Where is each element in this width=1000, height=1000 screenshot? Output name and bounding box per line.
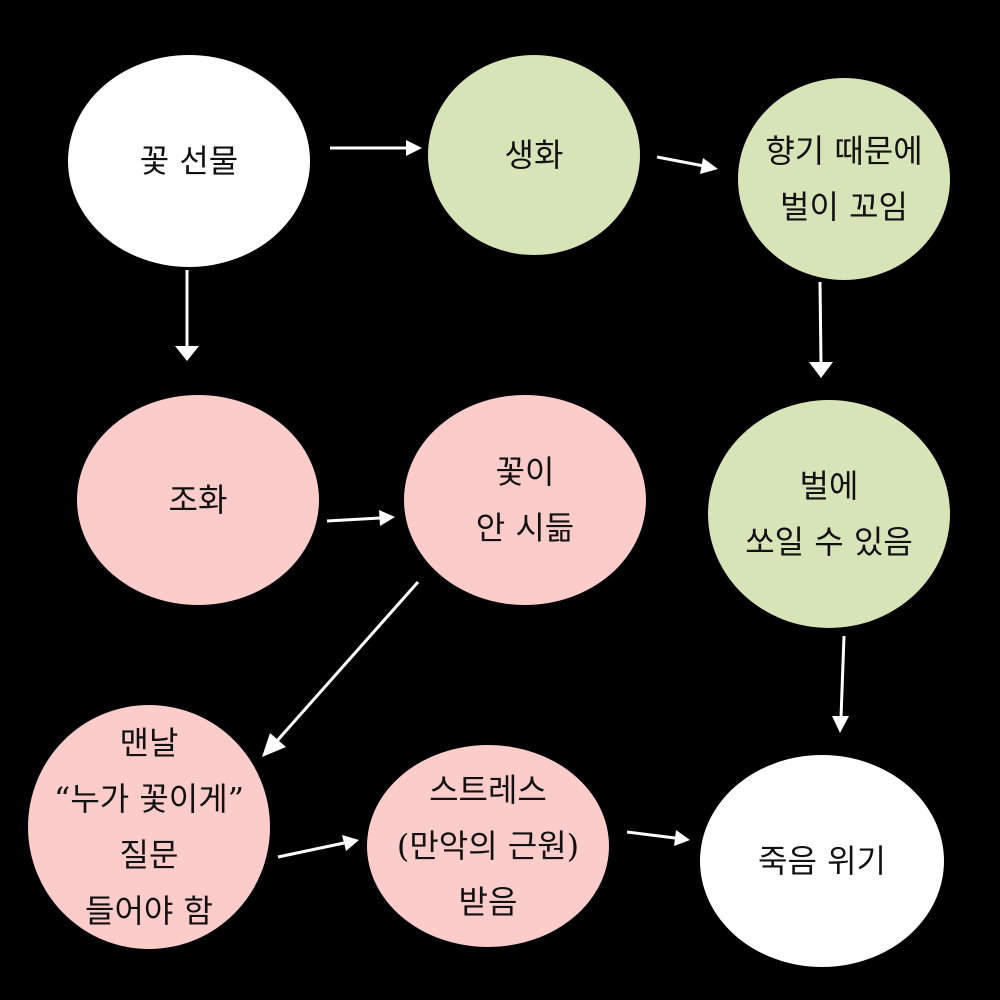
node-label: 벌에 [799,467,859,505]
arrow-fake-to-no-wither [326,510,395,526]
node-label: 향기 때문에 [765,132,923,170]
node-label: 벌이 꼬임 [780,188,908,226]
node-label: 받음 [458,883,518,921]
node-label: 쏘일 수 있음 [745,523,913,561]
arrow-bee-attract-to-bee-sting [809,281,833,378]
node-fake-flower: 조화 [77,395,319,605]
arrow-no-wither-to-question [262,581,420,757]
node-label: 생화 [504,136,564,174]
arrow-bee-sting-to-death [832,635,849,733]
node-label: 꽃이 [495,453,555,491]
node-label: 죽음 위기 [758,842,886,880]
node-label: 들어야 함 [85,892,213,930]
node-label: 안 시듦 [475,509,575,547]
node-flower-gift: 꽃 선물 [68,55,310,267]
arrow-gift-to-fake [175,270,199,361]
node-question: 맨날 “누가 꽃이게” 질문 들어야 함 [28,705,270,949]
arrow-real-to-bee-attract [656,155,718,174]
node-real-flower: 생화 [428,55,640,255]
node-label: (만악의 근원) [396,827,580,865]
node-no-wither: 꽃이 안 시듦 [404,395,646,605]
arrow-gift-to-real [330,140,422,156]
node-label: 꽃 선물 [139,142,239,180]
node-bee-sting: 벌에 쏘일 수 있음 [708,400,950,628]
node-label: 질문 [119,836,179,874]
node-death: 죽음 위기 [700,755,944,967]
node-label: “누가 꽃이게” [53,780,245,818]
node-label: 맨날 [119,724,179,762]
node-label: 조화 [168,481,228,519]
node-label: 스트레스 [429,771,547,809]
arrow-question-to-stress [277,835,359,859]
node-bee-attract: 향기 때문에 벌이 꼬임 [738,78,950,280]
node-stress: 스트레스 (만악의 근원) 받음 [367,745,609,947]
arrow-stress-to-death [626,830,690,846]
